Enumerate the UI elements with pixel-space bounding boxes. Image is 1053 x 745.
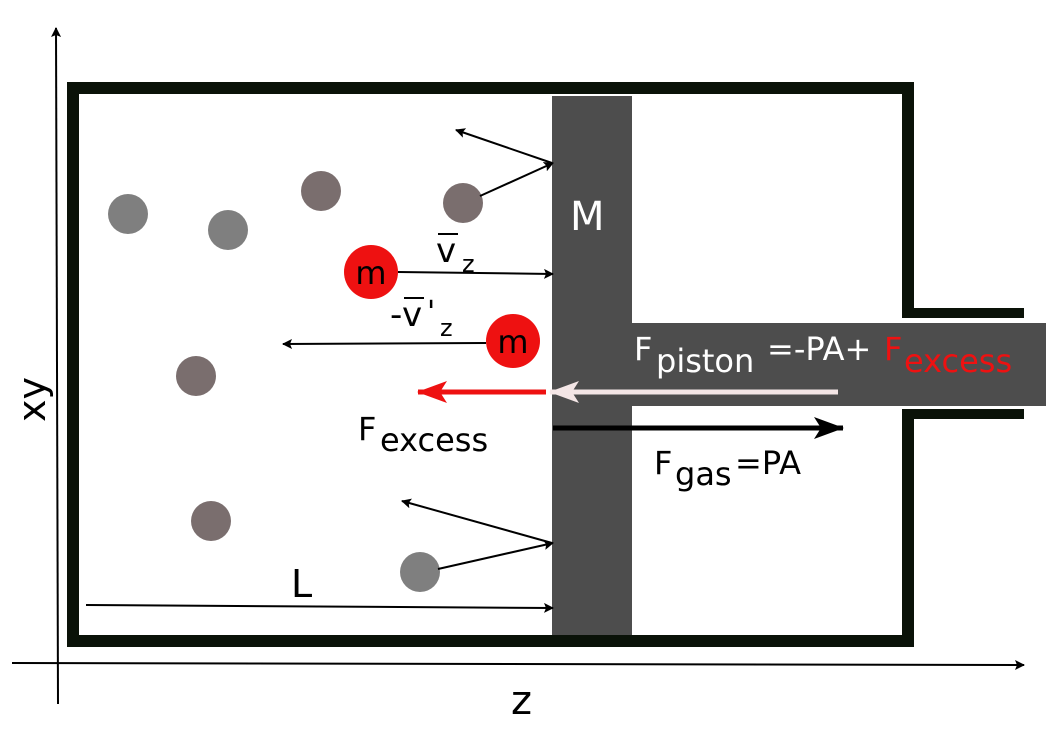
force-subscript: piston xyxy=(656,342,754,380)
horizontal-axis xyxy=(11,659,1025,670)
length-label: L xyxy=(291,562,312,606)
velocity-prime: ' xyxy=(427,295,435,330)
reflected-arrow-bottom xyxy=(401,498,553,544)
particle-gray xyxy=(443,183,483,223)
force-equation: =-PA+ xyxy=(767,330,871,368)
particle-gray xyxy=(176,356,216,396)
force-subscript: gas xyxy=(675,455,732,493)
force-equation: =PA xyxy=(735,444,801,482)
particle-gray xyxy=(108,194,148,234)
particle-mass-label: m xyxy=(497,323,528,361)
velocity-symbol: v xyxy=(436,231,456,271)
velocity-symbol: v xyxy=(402,295,422,335)
particle-gray xyxy=(301,171,341,211)
incident-arrow-top xyxy=(479,162,554,197)
force-symbol: F xyxy=(358,410,376,448)
incident-arrow-bottom xyxy=(437,540,554,570)
velocity-subscript: z xyxy=(462,250,475,278)
velocity-arrow-incoming xyxy=(397,268,554,279)
reflected-arrow-top xyxy=(455,128,553,164)
force-symbol: F xyxy=(634,330,652,368)
particle-gray xyxy=(400,552,440,592)
piston-label: M xyxy=(570,194,605,240)
length-arrow xyxy=(85,602,554,613)
vertical-axis xyxy=(51,27,62,705)
force-subscript: excess xyxy=(380,421,488,459)
particle-gray xyxy=(208,210,248,250)
velocity-label-incoming: v z xyxy=(436,231,475,278)
force-excess-label: F excess xyxy=(358,410,488,459)
piston xyxy=(552,96,632,635)
particle-red-incoming xyxy=(344,245,398,299)
force-excess-subscript: excess xyxy=(904,342,1012,380)
vertical-axis-label: xy xyxy=(10,377,54,422)
velocity-arrow-outgoing xyxy=(282,338,487,349)
velocity-subscript: z xyxy=(440,314,453,342)
particle-red-outgoing xyxy=(486,314,540,368)
particle-gray xyxy=(191,501,231,541)
velocity-minus: - xyxy=(390,295,402,335)
force-symbol: F xyxy=(654,444,672,482)
horizontal-axis-label: z xyxy=(511,678,532,724)
particle-mass-label: m xyxy=(355,254,386,292)
force-excess-symbol: F xyxy=(884,330,902,368)
velocity-label-outgoing: - v ' z xyxy=(390,295,453,342)
force-gas-label: F gas =PA xyxy=(654,444,801,493)
force-piston-label: F piston =-PA+ F excess xyxy=(634,330,1012,380)
